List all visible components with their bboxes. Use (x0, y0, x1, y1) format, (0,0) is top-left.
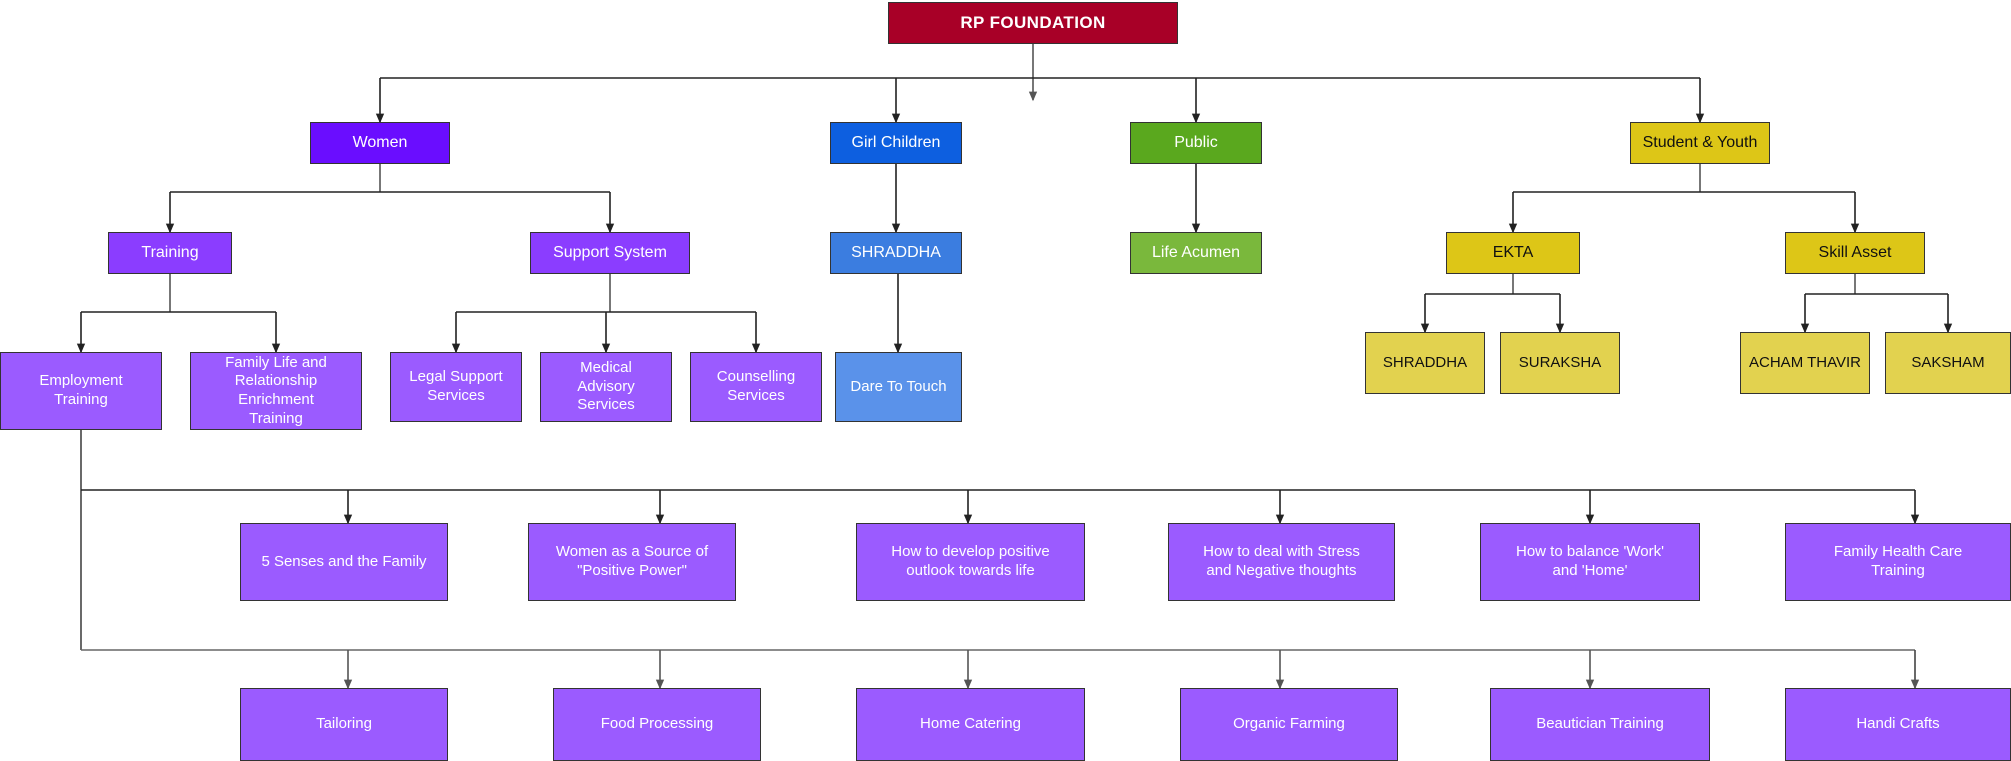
node-label-women-positive-power: Women as a Source of "Positive Power" (555, 543, 709, 579)
node-acham-thavir[interactable]: ACHAM THAVIR (1740, 332, 1870, 394)
node-label-dare-to-touch: Dare To Touch (850, 377, 947, 395)
node-women[interactable]: Women (310, 122, 450, 164)
node-student-youth[interactable]: Student & Youth (1630, 122, 1770, 164)
node-saksham[interactable]: SAKSHAM (1885, 332, 2011, 394)
node-label-ekta: EKTA (1492, 244, 1534, 261)
node-home-catering[interactable]: Home Catering (856, 688, 1085, 761)
node-girl-children[interactable]: Girl Children (830, 122, 962, 164)
node-label-saksham: SAKSHAM (1911, 353, 1985, 371)
node-deal-with-stress[interactable]: How to deal with Stress and Negative tho… (1168, 523, 1395, 601)
node-organic-farming[interactable]: Organic Farming (1180, 688, 1398, 761)
node-balance-work-home[interactable]: How to balance 'Work' and 'Home' (1480, 523, 1700, 601)
node-dare-to-touch[interactable]: Dare To Touch (835, 352, 962, 422)
node-label-handi-crafts: Handi Crafts (1856, 715, 1940, 733)
node-label-beautician-training: Beautician Training (1536, 715, 1664, 733)
node-support-system[interactable]: Support System (530, 232, 690, 274)
node-label-skill-asset: Skill Asset (1818, 244, 1892, 261)
node-label-girl-children: Girl Children (851, 134, 941, 151)
node-shraddha-girl[interactable]: SHRADDHA (830, 232, 962, 274)
node-life-acumen[interactable]: Life Acumen (1130, 232, 1262, 274)
node-root[interactable]: RP FOUNDATION (888, 2, 1178, 44)
node-label-legal-support-services: Legal Support Services (409, 368, 503, 404)
node-counselling-services[interactable]: Counselling Services (690, 352, 822, 422)
node-women-positive-power[interactable]: Women as a Source of "Positive Power" (528, 523, 736, 601)
node-tailoring[interactable]: Tailoring (240, 688, 448, 761)
node-food-processing[interactable]: Food Processing (553, 688, 761, 761)
node-label-counselling-services: Counselling Services (716, 368, 796, 404)
node-label-life-acumen: Life Acumen (1151, 244, 1241, 261)
node-label-positive-outlook: How to develop positive outlook towards … (891, 543, 1050, 579)
node-employment-training[interactable]: Employment Training (0, 352, 162, 430)
node-legal-support-services[interactable]: Legal Support Services (390, 352, 522, 422)
node-label-shraddha-girl: SHRADDHA (851, 244, 941, 261)
node-label-suraksha: SURAKSHA (1518, 353, 1602, 371)
node-five-senses-family[interactable]: 5 Senses and the Family (240, 523, 448, 601)
node-label-acham-thavir: ACHAM THAVIR (1749, 353, 1861, 371)
node-training[interactable]: Training (108, 232, 232, 274)
node-ekta[interactable]: EKTA (1446, 232, 1580, 274)
node-label-family-life-training: Family Life and Relationship Enrichment … (225, 353, 327, 427)
node-label-support-system: Support System (553, 244, 667, 261)
node-label-organic-farming: Organic Farming (1233, 715, 1345, 733)
node-positive-outlook[interactable]: How to develop positive outlook towards … (856, 523, 1085, 601)
node-suraksha[interactable]: SURAKSHA (1500, 332, 1620, 394)
node-label-public: Public (1174, 134, 1218, 151)
node-label-student-youth: Student & Youth (1642, 134, 1758, 151)
node-beautician-training[interactable]: Beautician Training (1490, 688, 1710, 761)
node-label-home-catering: Home Catering (920, 715, 1021, 733)
node-label-tailoring: Tailoring (316, 715, 372, 733)
node-family-health-care[interactable]: Family Health Care Training (1785, 523, 2011, 601)
node-medical-advisory-services[interactable]: Medical Advisory Services (540, 352, 672, 422)
node-label-root: RP FOUNDATION (960, 13, 1106, 33)
node-label-women: Women (352, 134, 408, 151)
node-label-balance-work-home: How to balance 'Work' and 'Home' (1515, 543, 1664, 579)
node-family-life-training[interactable]: Family Life and Relationship Enrichment … (190, 352, 362, 430)
node-label-deal-with-stress: How to deal with Stress and Negative tho… (1203, 543, 1360, 579)
node-label-shraddha-ekta: SHRADDHA (1382, 353, 1468, 371)
node-label-food-processing: Food Processing (600, 715, 714, 733)
node-public[interactable]: Public (1130, 122, 1262, 164)
node-label-training: Training (141, 244, 199, 261)
node-label-five-senses-family: 5 Senses and the Family (261, 552, 427, 570)
node-shraddha-ekta[interactable]: SHRADDHA (1365, 332, 1485, 394)
node-label-employment-training: Employment Training (39, 372, 123, 408)
node-label-family-health-care: Family Health Care Training (1833, 543, 1963, 579)
node-skill-asset[interactable]: Skill Asset (1785, 232, 1925, 274)
node-handi-crafts[interactable]: Handi Crafts (1785, 688, 2011, 761)
node-label-medical-advisory-services: Medical Advisory Services (577, 358, 635, 414)
